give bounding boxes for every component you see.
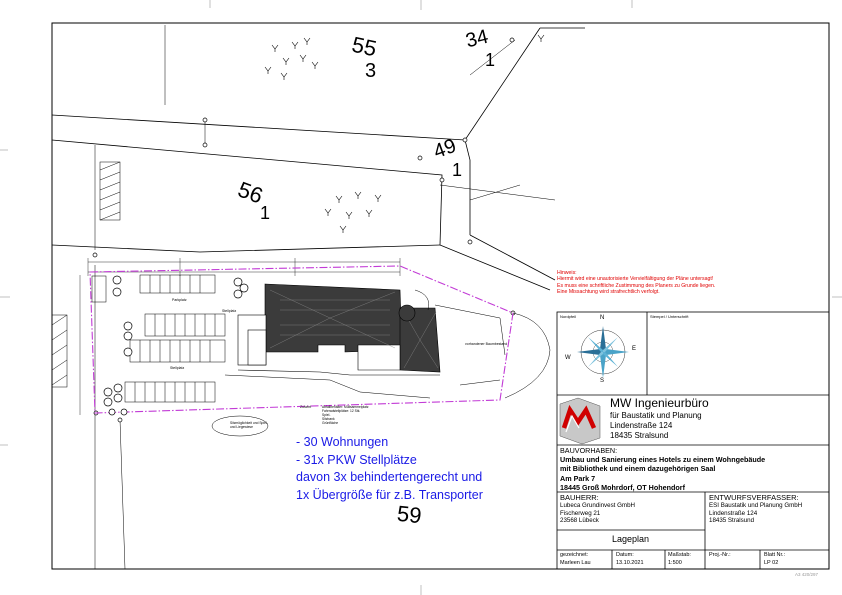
project-summary: - 30 Wohnungen - 31x PKW Stellplätze dav… [296,434,483,504]
parcel-number: 1 [260,203,271,223]
bauherr-block: BAUHERR: Lubeca Grundinvest GmbH Fischer… [560,493,635,525]
project-number-label: Proj.-Nr.: [709,552,731,558]
plan-legend-line: Spiel- [322,413,331,418]
plan-legend-block: Abfallbehälter: Müllsammelplatz Fahrrads… [322,405,369,425]
notice-line: Es muss eine schriftliche Zustimmung des… [557,282,716,289]
stamp-label: Stempel / Unterschrift [650,314,689,319]
drawn-by-label: gezeichnet: [560,552,589,558]
office-street: Lindenstraße 124 [610,421,673,430]
office-city: 18435 Stralsund [610,431,669,440]
plan-legend-line: Grünfläche [322,421,339,426]
verfasser-line: 18435 Stralsund [709,517,755,525]
plan-label: Stellplatz [170,366,185,370]
office-subtitle: für Baustatik und Planung [610,411,702,420]
bauherr-line: Lubeca Grundinvest GmbH [560,502,635,509]
compass-rose [577,326,629,378]
compass-s-label: S [600,378,605,384]
parking-tree-markers [103,275,249,416]
bauvorhaben-line: 18445 Groß Mohrdorf, OT Hohendorf [560,482,685,492]
terrain-line [504,312,551,399]
plan-legend-line: Abfallbehälter: Müllsammelplatz [322,405,369,409]
sheet-frame [51,22,830,570]
compass-w-label: W [565,355,571,361]
summary-line: - 31x PKW Stellplätze [296,452,417,467]
plan-legend-line: Fahrradstellplätze: 12 Stk. [322,409,361,414]
plan-legend-line: Sitzbank [322,417,335,422]
plan-label: Zufahrt [300,405,312,409]
parking-stalls [91,274,226,403]
site-boundary [89,265,514,414]
sheet-number-value: LP 02 [764,560,779,566]
paths [211,289,506,437]
verfasser-label: ENTWURFSVERFASSER: [709,493,799,502]
property-lines [94,25,556,570]
titleblock-frame [556,311,830,570]
bauherr-line: Fischerweg 21 [560,509,601,517]
play-area-line: Sitzmöglichkeit und Spiel- [230,421,268,425]
date-label: Datum: [616,552,634,558]
bauherr-label: BAUHERR: [560,493,599,502]
summary-line: davon 3x behindertengerecht und [296,470,483,484]
plan-label: Parkplatz [172,298,187,302]
boundary-markers [92,37,516,423]
drawn-by-value: Marleen Lau [560,560,591,566]
notice-title: Hinweis: [557,270,577,276]
scale-label: Maßstab: [668,552,691,558]
roads [51,27,585,291]
compass-n-label: N [600,315,605,321]
notice-line: Hiermit wird eine unautorisierte Verviel… [557,276,714,283]
verfasser-line: Lindenstraße 124 [709,509,758,517]
hotel-building [237,283,441,376]
hatched-areas [51,161,121,388]
parcel-number: 59 [395,500,423,529]
summary-line: - 30 Wohnungen [296,435,389,449]
compass-e-label: E [632,346,637,352]
office-name: MW Ingenieurbüro [610,396,709,410]
tree-symbols [264,34,545,233]
plan-label: vorhandener Baumbestand [465,342,508,346]
sheet-size-ref: A3 420/297 [795,572,819,577]
bauherr-line: 23568 Lübeck [560,517,599,525]
notice-line: Eine Missachtung wird strafrechtlich ver… [557,288,660,295]
plan-title: Lageplan [612,534,650,544]
bauvorhaben-block: BAUVORHABEN: Umbau und Sanierung eines H… [560,446,765,492]
bauvorhaben-line: mit Bibliothek und einem dazugehörigen S… [560,464,716,474]
sheet-number-label: Blatt Nr.: [764,552,786,558]
plan-label: Stellplatz [222,309,237,313]
copyright-notice: Hinweis: Hiermit wird eine unautorisiert… [557,270,715,295]
verfasser-line: ESI Baustatik und Planung GmbH [709,502,803,509]
mw-logo [559,397,601,445]
play-area-block: Sitzmöglichkeit und Spiel- und Liegewies… [230,421,268,429]
dimension-lines [79,258,401,415]
summary-line: 1x Übergröße für z.B. Transporter [296,487,483,502]
bauvorhaben-line: Umbau und Sanierung eines Hotels zu eine… [560,455,766,465]
north-arrow-label: Nordpfeil [560,314,577,319]
bauvorhaben-label: BAUVORHABEN: [560,446,618,455]
parcel-number: 3 [365,60,377,82]
verfasser-block: ENTWURFSVERFASSER: ESI Baustatik und Pla… [709,493,802,525]
bauvorhaben-line: Am Park 7 [560,473,596,483]
parcel-number: 1 [452,160,463,180]
date-value: 13.10.2021 [616,560,644,566]
scale-value: 1:500 [668,560,682,566]
play-area-line: und Liegewiese [230,425,253,430]
parcel-number: 1 [485,50,496,70]
